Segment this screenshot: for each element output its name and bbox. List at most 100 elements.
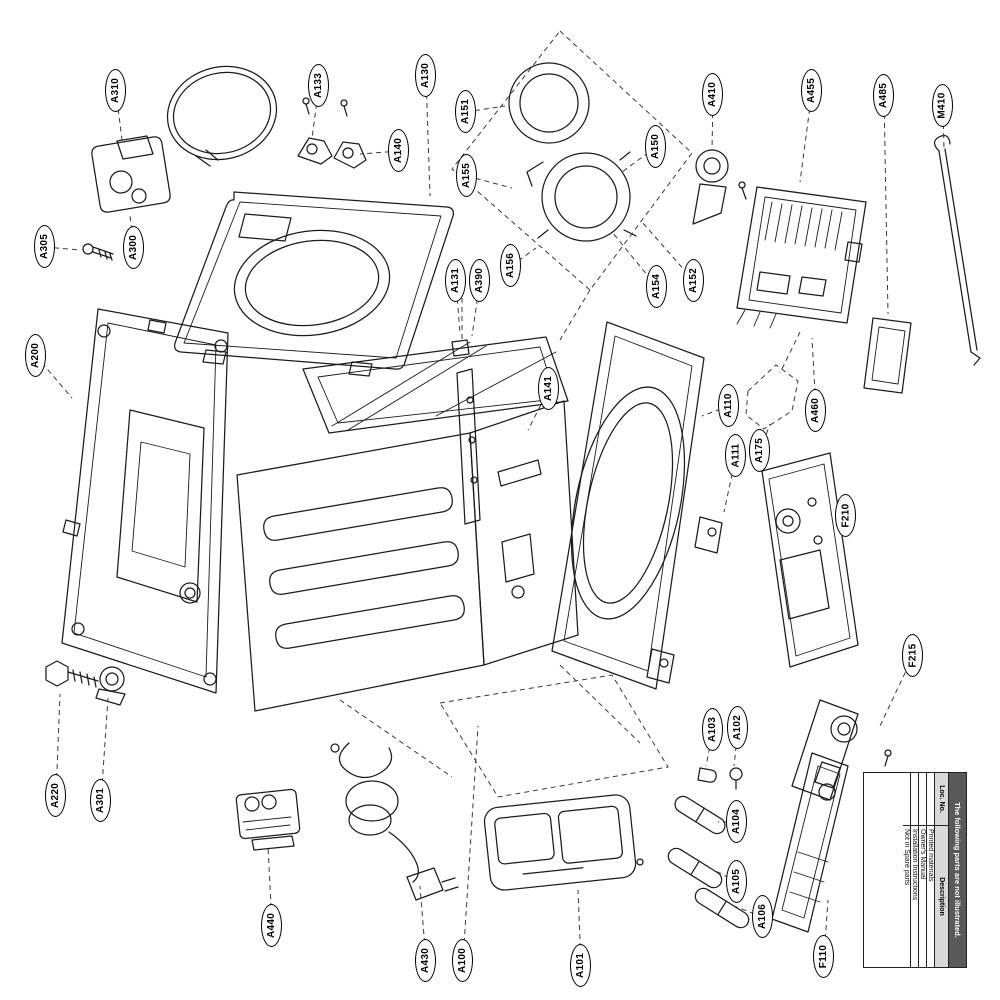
callout-A152: A152 (683, 259, 704, 302)
callout-A154: A154 (646, 265, 667, 308)
callout-label: M410 (937, 92, 948, 119)
callout-A455: A455 (801, 69, 822, 112)
callout-label: A140 (393, 137, 405, 164)
callout-label: A310 (110, 77, 122, 104)
part-bracket-a310 (91, 135, 171, 213)
callout-label: A131 (450, 267, 462, 294)
part-hinges (297, 97, 367, 169)
callout-label: A100 (457, 947, 469, 974)
callout-label: A110 (723, 393, 734, 418)
callout-A111: A111 (725, 434, 746, 477)
callout-label: A440 (266, 912, 278, 939)
column-loc-no: Loc. No. (935, 773, 948, 826)
callout-label: A133 (313, 72, 325, 99)
callout-A141: A141 (538, 367, 559, 410)
part-hose-ring (166, 65, 278, 167)
callout-F110: F110 (813, 935, 834, 978)
table-header: The following parts are not illustrated. (948, 773, 966, 967)
callout-A485: A485 (873, 74, 894, 117)
cell-loc-no (903, 773, 910, 826)
part-side-panel (61, 308, 229, 694)
callout-A103: A103 (702, 708, 723, 751)
callout-A155: A155 (456, 154, 477, 197)
callout-label: A155 (461, 162, 473, 189)
part-a485-box (863, 317, 912, 394)
callout-A151: A151 (455, 90, 476, 133)
callout-A410: A410 (702, 73, 723, 116)
callout-label: A410 (707, 81, 719, 108)
callout-A301: A301 (90, 779, 111, 822)
column-description: Description (938, 877, 945, 916)
callout-label: A220 (50, 782, 62, 809)
part-control-panel (761, 452, 859, 668)
callout-F210: F210 (835, 494, 856, 537)
callout-A102: A102 (727, 706, 748, 749)
callout-label: A130 (420, 62, 432, 89)
callout-label: A106 (757, 903, 769, 930)
callout-leader-lines (35, 75, 945, 967)
callout-A110: A110 (718, 384, 739, 427)
callout-label: A390 (474, 267, 486, 294)
part-a440 (235, 788, 301, 851)
part-small-clips (697, 767, 743, 790)
part-top-lid (174, 191, 454, 377)
callout-A175: A175 (749, 429, 770, 472)
callout-label: A200 (30, 342, 42, 369)
part-main-pcb (736, 186, 867, 329)
callout-label: A150 (650, 133, 662, 160)
part-dispenser-drawer (483, 794, 644, 891)
callout-label: F215 (907, 643, 918, 668)
callout-A430: A430 (415, 939, 436, 982)
callout-A130: A130 (415, 54, 436, 97)
cell-loc-no (927, 773, 934, 826)
table-row: Printed materials (926, 773, 934, 967)
part-screw-a305 (82, 243, 114, 261)
callout-label: A300 (128, 234, 140, 261)
table-column-headers: Loc. No. Description (934, 773, 948, 967)
callout-label: A175 (754, 437, 766, 464)
callout-label: A105 (731, 868, 743, 895)
callout-label: A101 (575, 952, 587, 979)
callout-label: A455 (806, 77, 818, 104)
callout-F215: F215 (902, 634, 923, 677)
callout-label: A460 (810, 397, 822, 424)
callout-A131: A131 (445, 259, 466, 302)
table-row: Installation Instructions (910, 773, 918, 967)
callout-label: F210 (840, 503, 851, 528)
callout-A460: A460 (805, 389, 826, 432)
callout-label: A430 (420, 947, 432, 974)
cell-loc-no (919, 773, 926, 826)
callout-A310: A310 (105, 69, 126, 112)
cell-description: Printed materials (927, 829, 934, 882)
callout-A300: A300 (123, 226, 144, 269)
part-f110 (771, 752, 849, 933)
callout-A156: A156 (500, 244, 521, 287)
cell-description: Not in Spare parts (903, 829, 910, 886)
construction-lines (339, 30, 801, 798)
table-row: Not in Spare parts (903, 773, 910, 967)
callout-A104: A104 (726, 800, 747, 843)
callout-A220: A220 (45, 774, 66, 817)
callout-label: A301 (95, 787, 107, 814)
callout-label: A305 (39, 233, 51, 260)
not-illustrated-table: The following parts are not illustrated.… (863, 772, 967, 968)
cell-description: Owner's Manual (919, 829, 926, 880)
callout-A106: A106 (752, 895, 773, 938)
callout-M410: M410 (932, 84, 953, 127)
part-door (551, 321, 723, 690)
callout-A390: A390 (469, 259, 490, 302)
part-rod-m410 (933, 134, 981, 366)
part-a410 (692, 149, 747, 225)
callout-A305: A305 (34, 225, 55, 268)
callout-A150: A150 (645, 125, 666, 168)
part-dampers (667, 795, 750, 929)
callout-A100: A100 (452, 939, 473, 982)
callout-label: F110 (818, 944, 830, 969)
callout-label: A156 (505, 252, 517, 279)
callout-label: A111 (730, 443, 742, 468)
callout-label: A104 (731, 808, 743, 835)
cell-description: Installation Instructions (911, 829, 918, 901)
